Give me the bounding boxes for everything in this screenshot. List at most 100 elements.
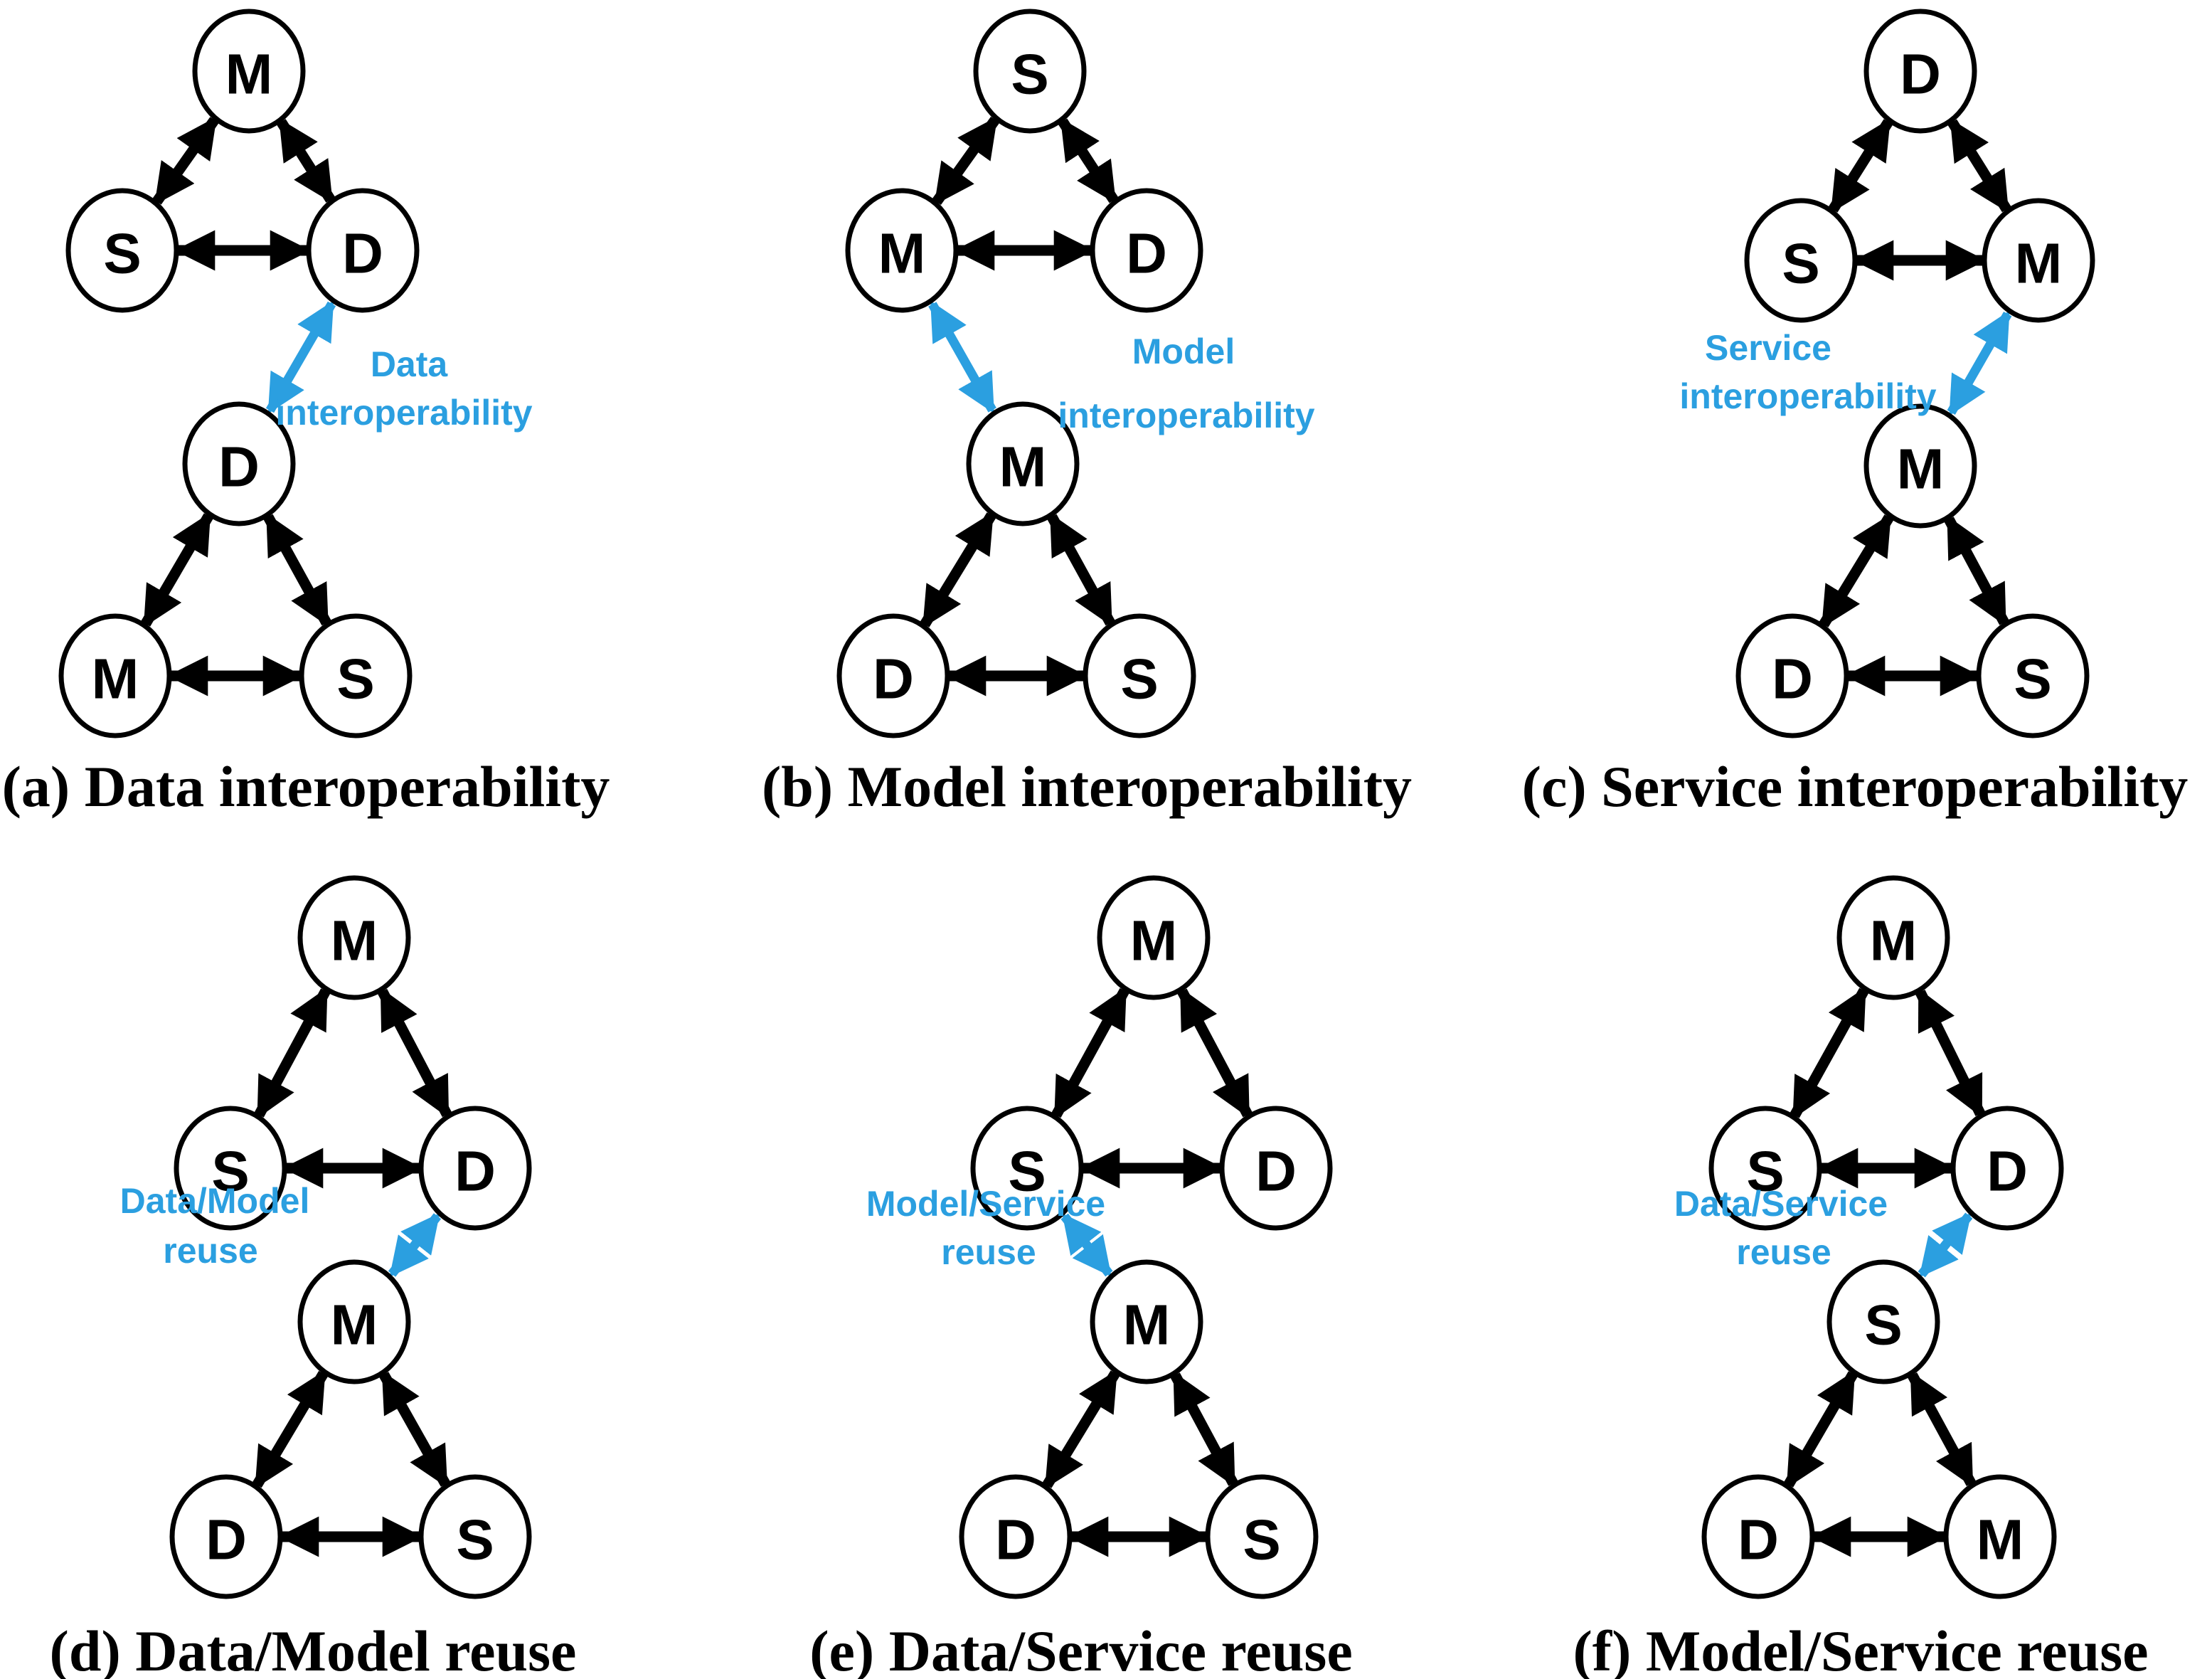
node-ellipse-S xyxy=(65,188,179,313)
edge-arrow-S-D xyxy=(1784,1370,1858,1488)
node-label-S: S xyxy=(1864,1293,1902,1357)
node-label-S: S xyxy=(336,647,374,711)
blue-link-label-line: interoperability xyxy=(1679,376,1936,416)
edge-arrow-M-S xyxy=(1790,987,1869,1119)
panel-caption: (e) Data/Service reuse xyxy=(809,1619,1353,1679)
node-ellipse-D xyxy=(959,1474,1073,1599)
blue-link-arrow xyxy=(388,1213,442,1277)
panel-f: M S D S D M Data/Service reuse (f) Model/Service… xyxy=(1573,875,2149,1679)
node-label-D: D xyxy=(218,435,260,499)
node-label-D: D xyxy=(1900,43,1941,106)
node-ellipse-M xyxy=(1836,875,1950,1000)
node-label-S: S xyxy=(211,1140,249,1203)
node-label-D: D xyxy=(206,1508,247,1572)
node-label-M: M xyxy=(1130,909,1178,973)
panel-caption: (b) Model interoperability xyxy=(762,754,1412,819)
node-ellipse-D xyxy=(306,188,420,313)
node-label-S: S xyxy=(1746,1140,1784,1203)
node-label-D: D xyxy=(995,1508,1036,1572)
node-ellipse-S xyxy=(299,613,413,738)
node-label-S: S xyxy=(1782,232,1819,295)
node-ellipse-D xyxy=(1863,9,1977,134)
node-ellipse-S xyxy=(174,1106,287,1231)
blue-link-label-line: Service xyxy=(1705,328,1831,368)
node-ellipse-D xyxy=(1735,613,1849,738)
edge-arrow-D-M xyxy=(141,512,213,627)
node-label-S: S xyxy=(103,222,141,285)
node-ellipse-S xyxy=(1205,1474,1319,1599)
node-label-S: S xyxy=(2014,647,2051,711)
blue-link-arrow xyxy=(1918,1212,1973,1278)
node-label-D: D xyxy=(873,647,914,711)
node-ellipse-S xyxy=(973,9,1087,134)
node-label-M: M xyxy=(1977,1508,2024,1572)
node-label-D: D xyxy=(454,1140,496,1203)
node-ellipse-S xyxy=(970,1106,1084,1231)
node-ellipse-M xyxy=(966,401,1080,526)
blue-link-arrow xyxy=(1947,310,2012,416)
node-label-S: S xyxy=(1120,647,1158,711)
node-ellipse-D xyxy=(169,1474,283,1599)
node-label-S: S xyxy=(1008,1140,1046,1203)
node-ellipse-M xyxy=(845,188,959,313)
node-ellipse-D xyxy=(836,613,950,738)
node-ellipse-M xyxy=(1090,1259,1203,1384)
node-ellipse-M xyxy=(1863,403,1977,529)
edge-arrow-M-D xyxy=(1915,988,1985,1118)
edge-arrow-M-S xyxy=(1047,513,1115,627)
node-label-S: S xyxy=(456,1508,494,1572)
blue-link-label-line: Model/Service xyxy=(866,1184,1105,1224)
node-label-M: M xyxy=(331,909,378,973)
edge-arrow-M-S xyxy=(152,117,219,205)
edge-arrow-M-D xyxy=(1177,987,1253,1118)
node-label-D: D xyxy=(1126,222,1167,285)
panel-caption: (f) Model/Service reuse xyxy=(1573,1619,2148,1679)
edge-arrow-M-S xyxy=(1051,987,1129,1119)
node-ellipse-S xyxy=(1708,1106,1822,1231)
blue-link-label-line: interoperability xyxy=(275,393,532,433)
node-label-M: M xyxy=(2015,232,2063,295)
edge-arrow-M-S xyxy=(254,987,331,1119)
edge-arrow-M-D xyxy=(1042,1370,1120,1489)
node-ellipse-D xyxy=(1950,1106,2064,1231)
node-ellipse-M xyxy=(1943,1474,2057,1599)
edge-arrow-M-S xyxy=(1944,515,2009,627)
edge-arrow-M-D xyxy=(276,118,336,203)
edge-arrow-D-M xyxy=(1947,118,2011,213)
node-ellipse-D xyxy=(1219,1106,1333,1231)
node-ellipse-M xyxy=(58,613,172,738)
node-label-S: S xyxy=(1243,1508,1280,1572)
blue-link-arrow xyxy=(1060,1213,1113,1277)
edge-arrow-M-D xyxy=(377,987,452,1118)
blue-link-label-line: Data xyxy=(371,344,449,384)
node-label-S: S xyxy=(1011,43,1048,106)
node-ellipse-D xyxy=(182,401,296,526)
node-ellipse-M xyxy=(1982,198,2095,323)
panel-caption: (c) Service interoperability xyxy=(1522,754,2189,819)
node-ellipse-M xyxy=(192,9,306,134)
node-label-M: M xyxy=(878,222,926,285)
node-label-M: M xyxy=(1870,909,1918,973)
edge-arrow-M-S xyxy=(379,1370,450,1488)
node-label-D: D xyxy=(1738,1508,1779,1572)
edge-arrow-D-S xyxy=(1828,118,1893,213)
blue-link-label-line: Data/Service xyxy=(1674,1184,1888,1224)
node-ellipse-S xyxy=(1827,1259,1940,1384)
node-label-M: M xyxy=(331,1293,378,1357)
edge-arrow-M-S xyxy=(1170,1371,1238,1488)
node-ellipse-M xyxy=(1097,875,1211,1000)
node-label-D: D xyxy=(1255,1140,1297,1203)
edge-arrow-S-M xyxy=(932,116,1000,206)
node-label-D: D xyxy=(342,222,383,285)
blue-link-label-line: interoperability xyxy=(1058,396,1314,435)
blue-link-label-line: reuse xyxy=(1736,1232,1831,1272)
node-ellipse-M xyxy=(297,1259,411,1384)
node-label-D: D xyxy=(1987,1140,2028,1203)
edge-arrow-M-D xyxy=(252,1370,329,1489)
blue-link-arrow xyxy=(265,300,336,414)
